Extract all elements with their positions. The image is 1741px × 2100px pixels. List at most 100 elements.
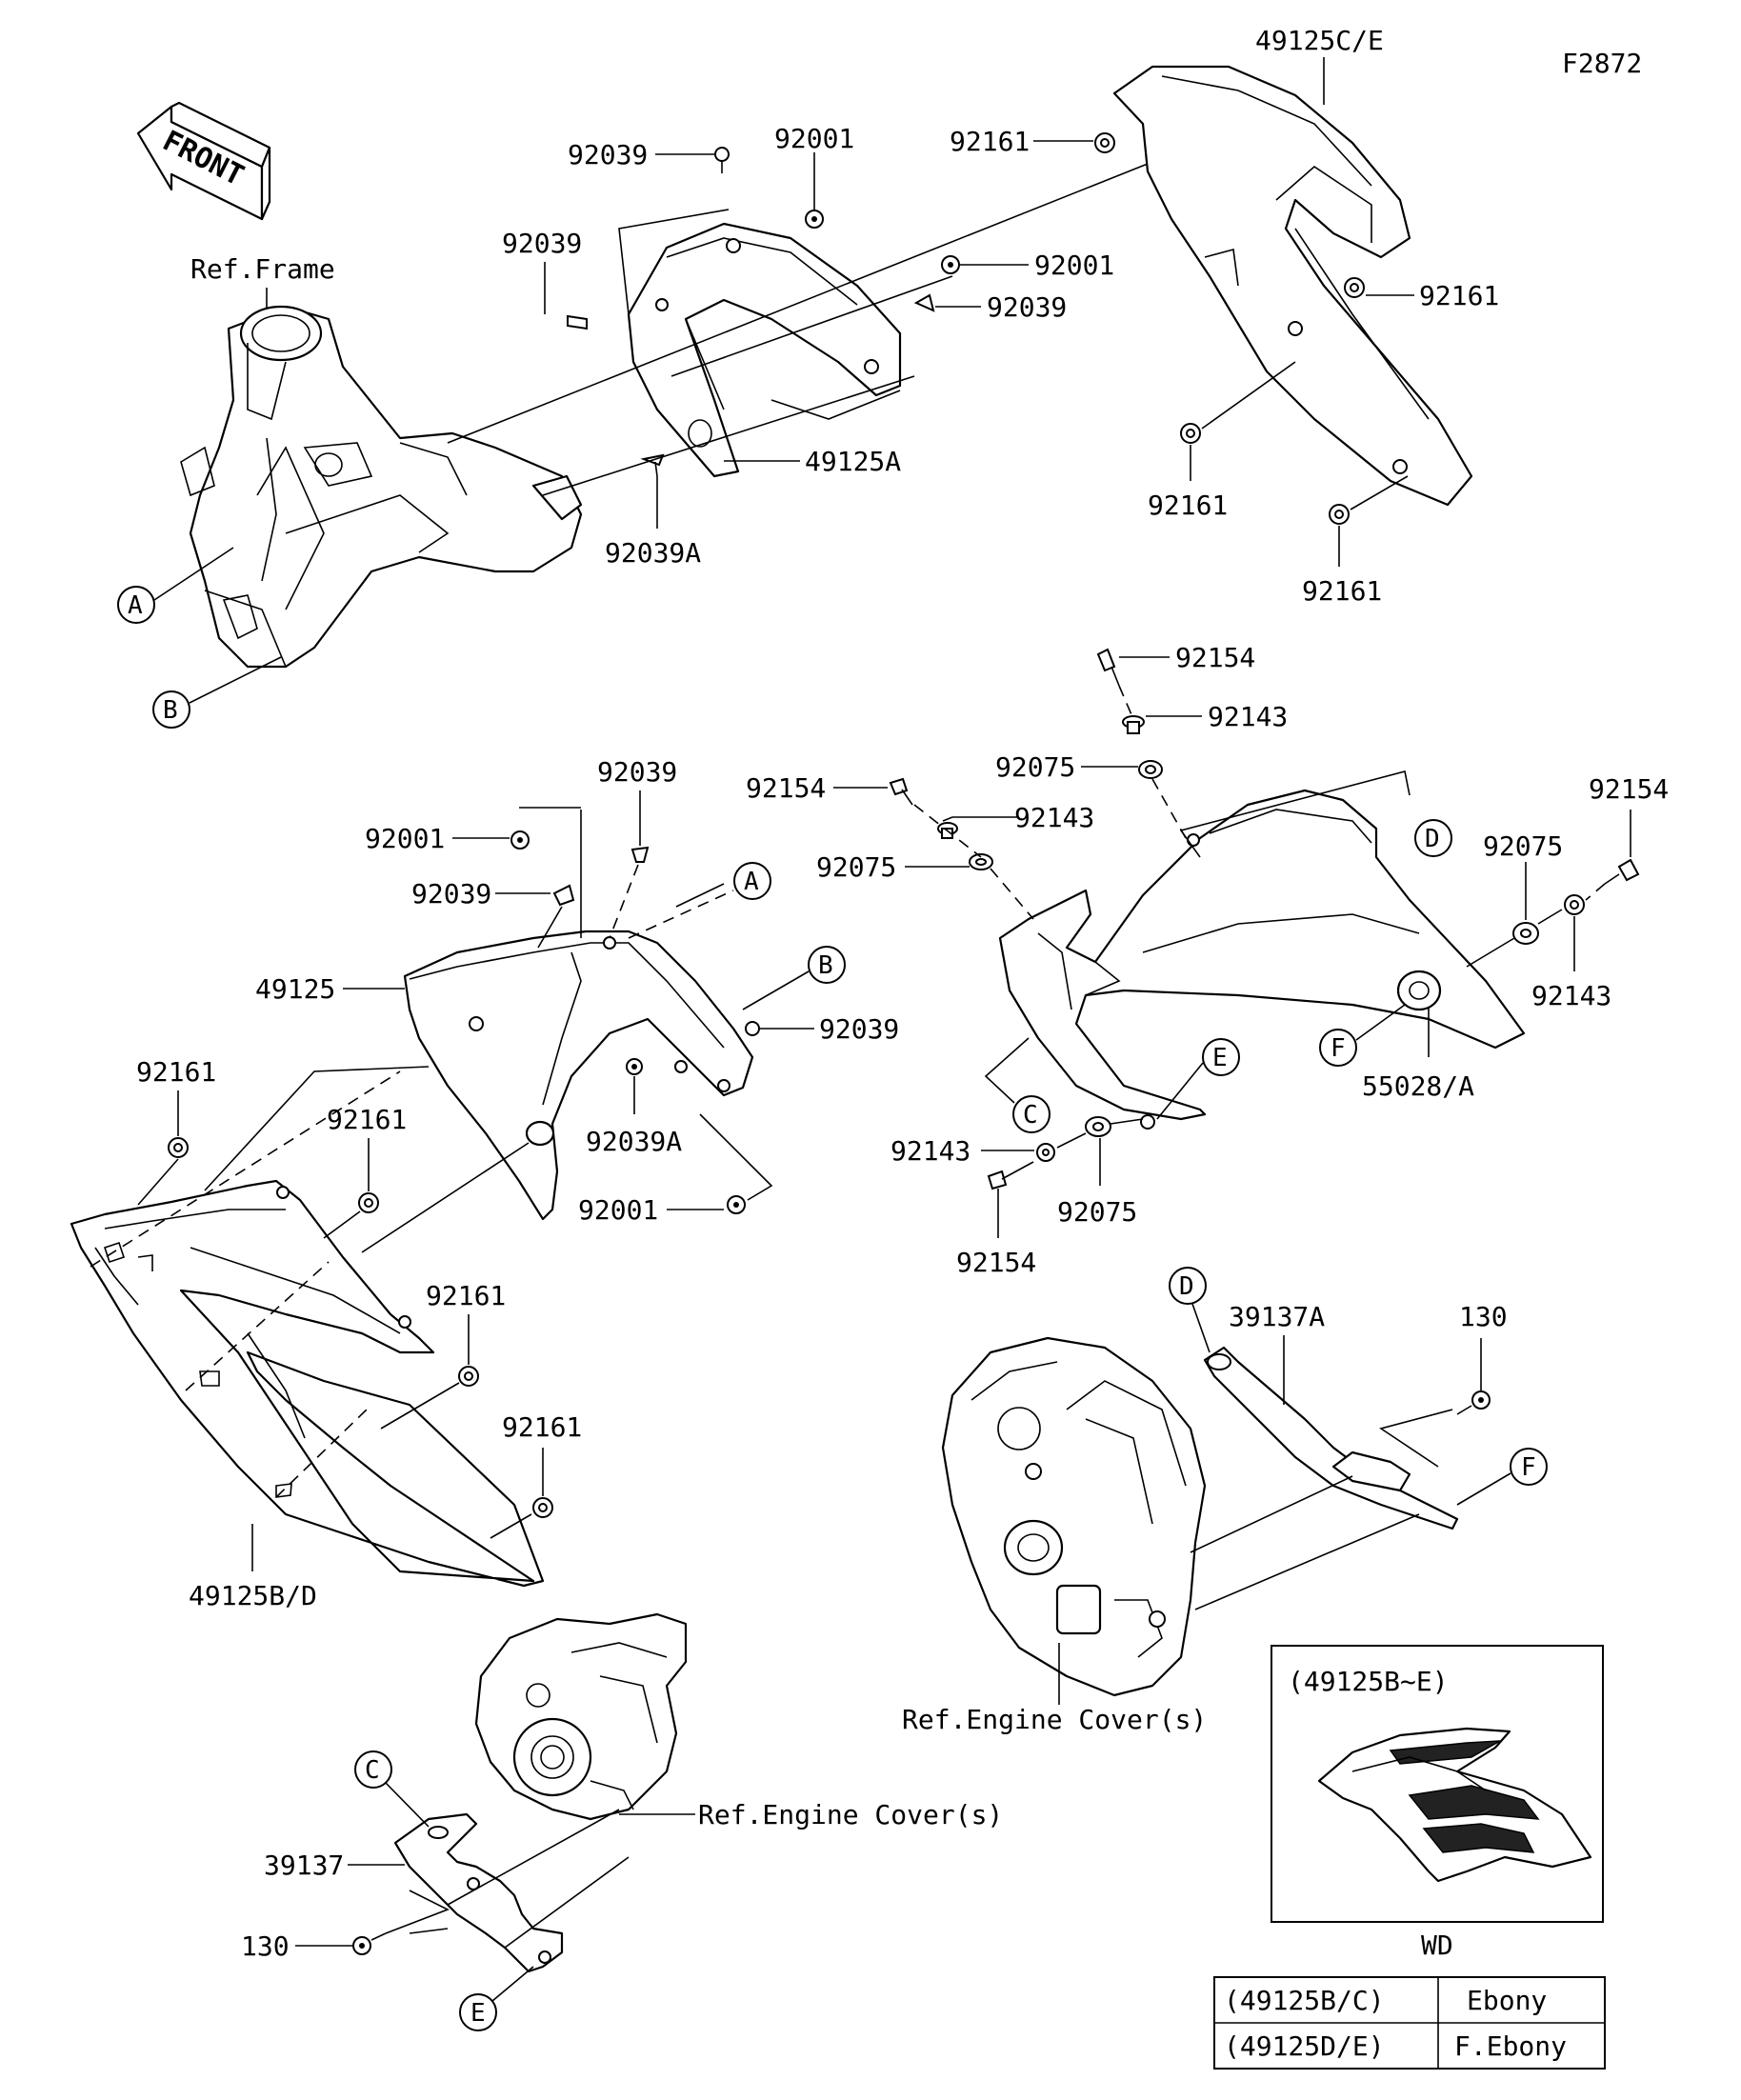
screw-92154-b (889, 777, 913, 806)
lower-cowl-49125bd (70, 1179, 545, 1588)
bracket-39137 (393, 1812, 564, 1973)
color-table: (49125B/C) Ebony (49125D/E) F.Ebony (1213, 1976, 1606, 2070)
label-92143-b: 92143 (1014, 802, 1094, 833)
label-92075-c: 92075 (1483, 830, 1563, 862)
label-92161-g: 92161 (426, 1280, 506, 1311)
color-table-color: F.Ebony (1454, 2030, 1567, 2062)
callout-a-2: A (733, 862, 771, 900)
label-92143-c: 92143 (1531, 980, 1611, 1011)
grommet-92161-e (168, 1137, 189, 1158)
label-92039-b: 92039 (502, 228, 582, 259)
screw-92039-e (552, 884, 575, 907)
label-92075-b: 92075 (816, 851, 896, 883)
screw-92154-d (987, 1161, 1034, 1190)
callout-d-1: D (1414, 819, 1452, 857)
label-92039a-a: 92039A (605, 537, 701, 569)
upper-cowl-49125ce (1112, 65, 1473, 507)
callout-b-1: B (152, 690, 190, 729)
callout-f-2: F (1510, 1448, 1548, 1486)
label-92075-a: 92075 (995, 751, 1075, 783)
label-92161-d: 92161 (1302, 575, 1382, 607)
label-130-b: 130 (241, 1930, 290, 1962)
label-130-a: 130 (1459, 1301, 1508, 1332)
collar-92143-c (1564, 894, 1585, 915)
svg-text:D: D (1179, 1272, 1194, 1301)
screw-92039-b (567, 314, 588, 330)
grommet-92161-c (1180, 423, 1201, 444)
bolt-92001-a (805, 210, 824, 229)
svg-text:B: B (163, 696, 178, 725)
label-92039-c: 92039 (987, 291, 1067, 323)
color-table-color: Ebony (1467, 1985, 1547, 2016)
svg-text:E: E (470, 1999, 486, 2028)
figure-id: F2872 (1562, 48, 1642, 79)
label-92161-e: 92161 (136, 1056, 216, 1088)
grommet-92161-a (1094, 132, 1115, 153)
svg-text:F: F (1331, 1034, 1346, 1063)
screw-92039-d (630, 846, 650, 863)
label-92154-c: 92154 (1589, 773, 1669, 805)
color-table-part: (49125B/C) (1224, 1985, 1385, 2016)
inset-title: (49125B~E) (1288, 1666, 1449, 1697)
grommet-92161-h (532, 1497, 553, 1518)
label-92161-b: 92161 (1419, 280, 1499, 311)
label-39137a: 39137A (1229, 1301, 1325, 1332)
inset-cowl-wd (1317, 1727, 1592, 1883)
grommet-92075-c (1512, 922, 1539, 945)
label-92039-e: 92039 (411, 878, 491, 910)
grommet-92161-f (358, 1192, 379, 1213)
svg-text:D: D (1425, 825, 1440, 853)
engine-cover-right (941, 1336, 1207, 1697)
screw-92039-f (745, 1021, 760, 1036)
svg-text:F: F (1521, 1453, 1536, 1482)
inset-caption: WD (1421, 1930, 1453, 1961)
collar-92143-d (1036, 1143, 1055, 1162)
grommet-92075-d (1085, 1116, 1111, 1137)
bolt-130-a (1456, 1390, 1491, 1415)
bolt-92001-b (941, 255, 960, 274)
label-92039-d: 92039 (597, 756, 677, 788)
screw-92039-c (913, 293, 935, 312)
label-92161-f: 92161 (327, 1104, 407, 1135)
ref-frame-label: Ref.Frame (190, 253, 335, 285)
label-92001-c: 92001 (365, 823, 445, 854)
label-92001-b: 92001 (1034, 250, 1114, 281)
label-92039a-b: 92039A (586, 1126, 682, 1157)
color-table-part: (49125D/E) (1224, 2030, 1385, 2062)
label-92039-a: 92039 (568, 139, 648, 170)
label-92154-b: 92154 (746, 772, 826, 804)
label-92154-d: 92154 (956, 1247, 1036, 1278)
bracket-39137a (1203, 1346, 1459, 1530)
collar-92143-b (937, 822, 958, 839)
label-49125: 49125 (255, 973, 335, 1005)
svg-text:A: A (744, 868, 759, 896)
label-49125a: 49125A (805, 446, 901, 477)
label-92161-h: 92161 (502, 1411, 582, 1443)
color-table-row: (49125B/C) Ebony (1224, 1985, 1547, 2016)
callout-d-2: D (1169, 1267, 1207, 1305)
label-92161-c: 92161 (1148, 490, 1228, 521)
screw-92039-a (714, 147, 730, 173)
grommet-92075-a (1138, 760, 1163, 779)
svg-text:E: E (1212, 1044, 1228, 1072)
label-92001-d: 92001 (578, 1194, 658, 1226)
svg-text:C: C (365, 1756, 380, 1785)
grommet-92075-b (969, 853, 993, 870)
bolt-130-b (352, 1932, 387, 1955)
grommet-92161-d (1329, 504, 1350, 525)
grommet-92161-b (1344, 277, 1365, 298)
label-92039-f: 92039 (819, 1013, 899, 1045)
front-arrow-icon: FRONT (136, 101, 271, 221)
label-92154-a: 92154 (1175, 642, 1255, 673)
label-92075-d: 92075 (1057, 1196, 1137, 1228)
screw-92154-c (1604, 858, 1640, 885)
label-92143-a: 92143 (1208, 701, 1288, 732)
label-49125bd: 49125B/D (189, 1580, 317, 1611)
label-92001-a: 92001 (774, 123, 854, 154)
svg-text:C: C (1023, 1101, 1038, 1130)
rivet-92039a-b (626, 1058, 643, 1075)
label-39137: 39137 (264, 1850, 344, 1881)
inset-panel: (49125B~E) (1271, 1645, 1604, 1923)
ref-engine-cover-label-a: Ref.Engine Cover(s) (902, 1704, 1207, 1735)
callout-b-2: B (808, 946, 846, 984)
